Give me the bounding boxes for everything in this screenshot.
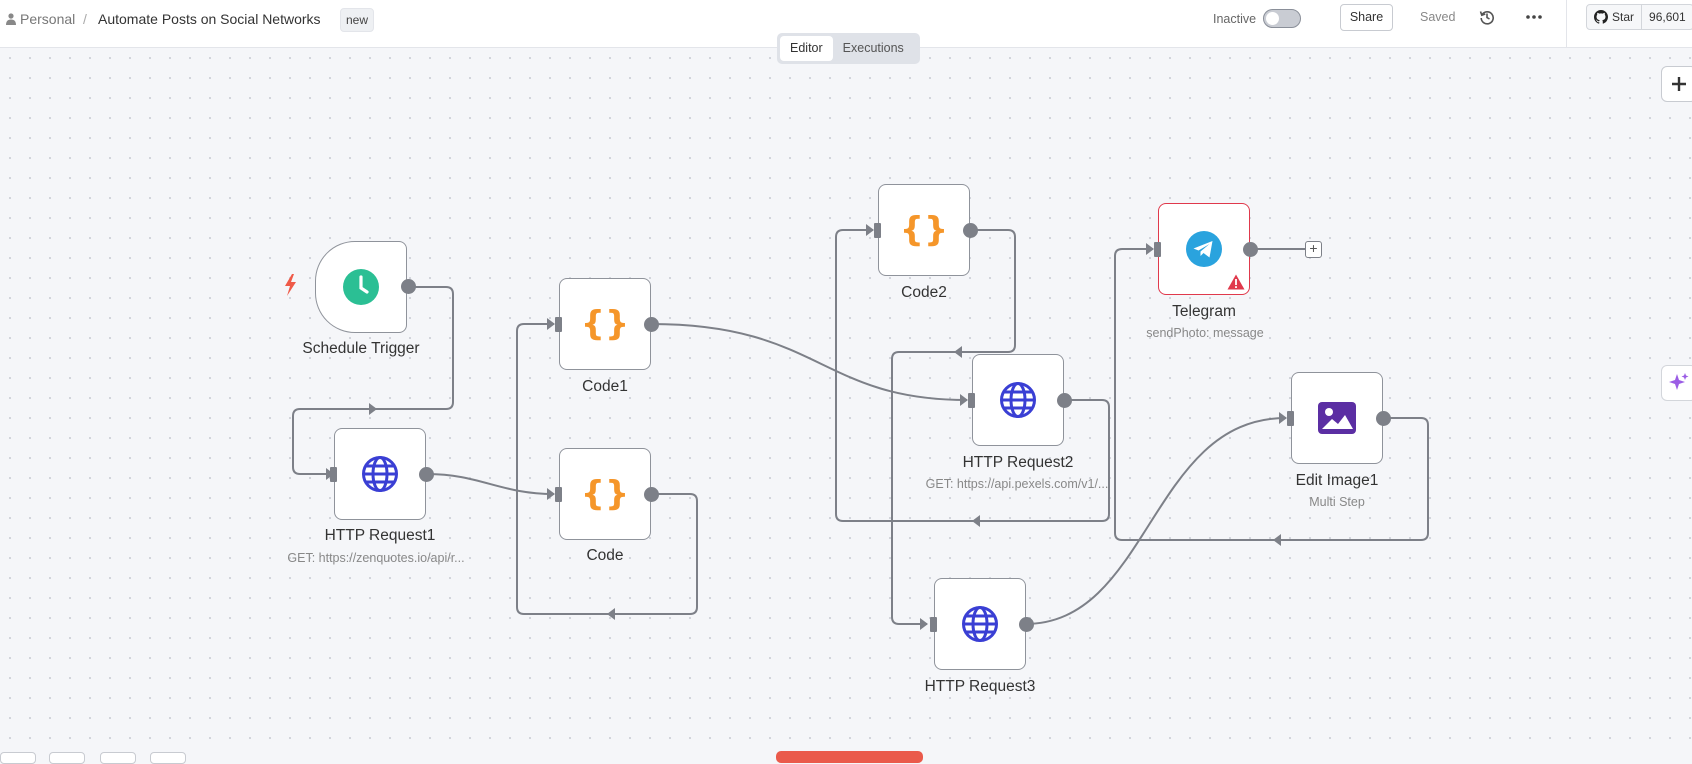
input-port[interactable] <box>555 317 562 332</box>
github-icon <box>1594 10 1608 24</box>
zoom-out-button[interactable] <box>100 752 136 764</box>
toggle-knob <box>1266 12 1279 25</box>
node-code1[interactable]: {} <box>559 278 651 370</box>
node-http-request3[interactable] <box>934 578 1026 670</box>
input-port[interactable] <box>874 223 881 238</box>
output-port[interactable] <box>1243 242 1258 257</box>
tab-editor[interactable]: Editor <box>780 36 833 61</box>
trigger-bolt-icon <box>285 274 296 296</box>
input-port[interactable] <box>555 487 562 502</box>
svg-text:{}: {} <box>904 210 944 250</box>
workflow-tag[interactable]: new <box>340 8 375 32</box>
active-toggle[interactable] <box>1263 9 1301 28</box>
node-telegram[interactable] <box>1158 203 1250 295</box>
breadcrumb-home[interactable]: Personal <box>6 11 75 27</box>
output-port[interactable] <box>644 317 659 332</box>
node-label: HTTP Request2 <box>962 454 1074 471</box>
telegram-icon <box>1186 231 1222 267</box>
clock-icon <box>343 269 379 305</box>
node-edit-image1[interactable] <box>1291 372 1383 464</box>
globe-icon <box>1000 382 1036 418</box>
active-status-label: Inactive <box>1213 12 1257 26</box>
output-port[interactable] <box>401 279 416 294</box>
node-label: Schedule Trigger <box>302 340 420 357</box>
sparkle-icon <box>1669 373 1689 390</box>
input-port[interactable] <box>1287 411 1294 426</box>
braces-icon: {} <box>585 304 625 344</box>
add-next-node-icon[interactable]: + <box>1305 241 1322 258</box>
node-schedule-trigger[interactable] <box>315 241 407 333</box>
github-star-part: Star <box>1587 5 1643 29</box>
output-port[interactable] <box>419 467 434 482</box>
node-subtitle: GET: https://api.pexels.com/v1/... <box>925 477 1109 491</box>
zoom-in-button[interactable] <box>49 752 85 764</box>
output-port[interactable] <box>1057 393 1072 408</box>
node-http-request1[interactable] <box>334 428 426 520</box>
braces-icon: {} <box>904 210 944 250</box>
workflow-canvas[interactable] <box>0 48 1692 756</box>
ai-assistant-button[interactable] <box>1661 365 1692 401</box>
history-icon[interactable] <box>1479 9 1495 25</box>
plus-icon <box>1672 77 1686 91</box>
input-port[interactable] <box>968 393 975 408</box>
input-port[interactable] <box>330 467 337 482</box>
svg-text:{}: {} <box>585 304 625 344</box>
node-label: Code2 <box>901 284 947 301</box>
workflow-title[interactable]: Automate Posts on Social Networks <box>98 11 321 27</box>
warning-icon[interactable] <box>1227 274 1245 290</box>
globe-icon <box>362 456 398 492</box>
node-label: HTTP Request1 <box>324 527 436 544</box>
header-divider <box>1566 0 1567 48</box>
output-port[interactable] <box>1019 617 1034 632</box>
node-subtitle: Multi Step <box>1309 495 1365 509</box>
node-label: Telegram <box>1172 303 1236 320</box>
github-star-button[interactable]: Star 96,601 <box>1586 4 1692 30</box>
test-workflow-button[interactable] <box>776 751 923 763</box>
node-label: Edit Image1 <box>1295 472 1379 489</box>
output-port[interactable] <box>644 487 659 502</box>
github-star-label: Star <box>1612 10 1635 24</box>
node-http-request2[interactable] <box>972 354 1064 446</box>
zoom-to-fit-button[interactable] <box>0 752 36 764</box>
breadcrumb-separator: / <box>83 11 87 27</box>
svg-text:{}: {} <box>585 474 625 514</box>
github-star-count: 96,601 <box>1649 10 1686 24</box>
node-subtitle: GET: https://zenquotes.io/api/r... <box>287 551 465 565</box>
tab-executions[interactable]: Executions <box>842 41 904 55</box>
node-label: Code1 <box>582 378 628 395</box>
output-port[interactable] <box>1376 411 1391 426</box>
node-code2[interactable]: {} <box>878 184 970 276</box>
image-icon <box>1318 402 1356 434</box>
saved-status: Saved <box>1420 10 1456 24</box>
more-options-icon[interactable] <box>1525 9 1543 25</box>
input-port[interactable] <box>930 617 937 632</box>
node-subtitle: sendPhoto: message <box>1146 326 1264 340</box>
user-icon <box>6 13 16 25</box>
breadcrumb-home-label: Personal <box>20 11 76 27</box>
node-label: HTTP Request3 <box>924 678 1036 695</box>
output-port[interactable] <box>963 223 978 238</box>
reset-zoom-button[interactable] <box>150 752 186 764</box>
node-code[interactable]: {} <box>559 448 651 540</box>
input-port[interactable] <box>1154 242 1161 257</box>
braces-icon: {} <box>585 474 625 514</box>
add-node-button[interactable] <box>1661 66 1692 102</box>
node-label: Code <box>586 547 624 564</box>
view-tabs: Editor Executions <box>777 33 920 64</box>
globe-icon <box>962 606 998 642</box>
share-button[interactable]: Share <box>1340 4 1393 31</box>
